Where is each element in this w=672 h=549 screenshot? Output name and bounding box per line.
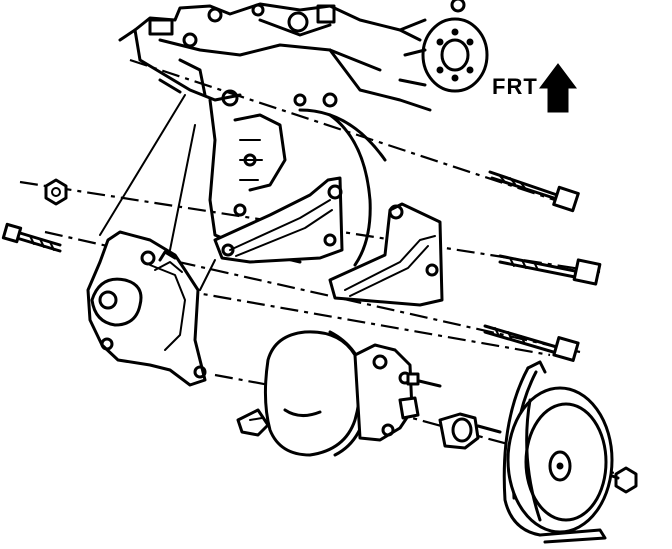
pump-support-casting <box>86 230 207 387</box>
mounting-bolt-lower <box>483 324 580 362</box>
water-pump-pulley <box>398 0 489 93</box>
pump-hub <box>438 412 502 450</box>
nut-left <box>44 178 68 206</box>
mounting-bolt-middle <box>498 254 602 286</box>
lower-mounting-bracket <box>328 202 444 307</box>
mounting-bolt-upper <box>488 170 580 213</box>
front-orientation-label: FRT <box>492 74 538 99</box>
mounting-bolt-left <box>1 222 62 253</box>
upper-mounting-bracket <box>213 176 344 264</box>
pump-stud-bolts <box>406 372 442 388</box>
pump-pulley <box>506 386 614 534</box>
power-steering-pump <box>236 330 420 457</box>
front-direction-arrow-icon <box>539 63 577 113</box>
